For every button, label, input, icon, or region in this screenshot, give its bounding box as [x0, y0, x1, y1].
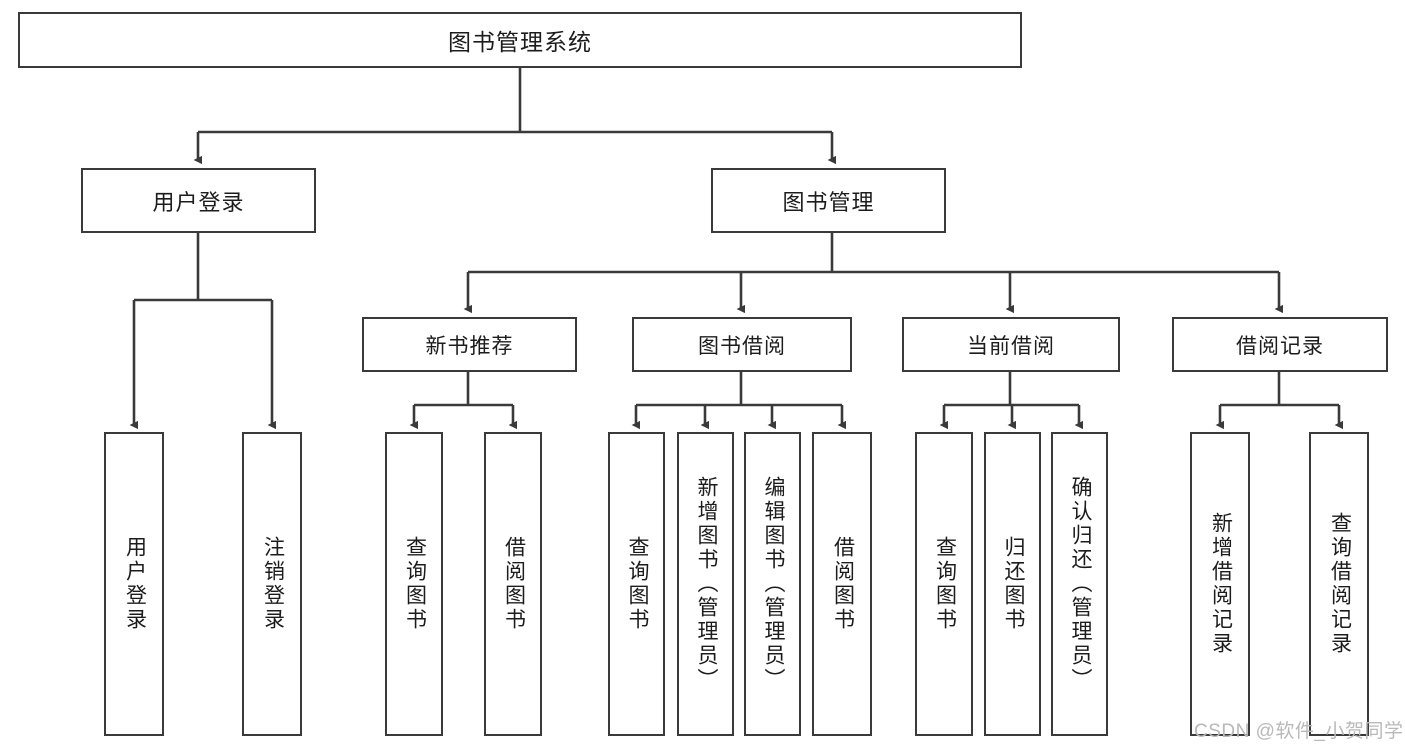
node-label: 图书借阅: [698, 334, 786, 358]
node-label: 用户登录: [152, 189, 245, 215]
node-book-management-system[interactable]: 图书管理系统: [18, 12, 1022, 68]
node-borrowing-record[interactable]: 借阅记录: [1172, 317, 1388, 372]
leaf-add-book-admin[interactable]: 新增图书（管理员）: [677, 432, 734, 736]
node-label: 借阅图书: [831, 536, 855, 632]
node-label: 新增借阅记录: [1209, 512, 1233, 656]
node-label: 当前借阅: [967, 334, 1055, 358]
node-label: 查询图书: [933, 536, 957, 632]
node-label: 图书管理: [782, 189, 875, 215]
node-label: 新书推荐: [425, 334, 514, 358]
node-label: 新增图书（管理员）: [694, 476, 718, 692]
node-label: 图书管理系统: [448, 29, 592, 55]
leaf-borrow-book-recommend[interactable]: 借阅图书: [484, 432, 542, 736]
leaf-borrow-book[interactable]: 借阅图书: [812, 432, 872, 736]
leaf-query-book-recommend[interactable]: 查询图书: [385, 432, 443, 736]
node-user-login[interactable]: 用户登录: [81, 168, 316, 233]
leaf-return-book[interactable]: 归还图书: [984, 432, 1041, 736]
leaf-confirm-return-admin[interactable]: 确认归还（管理员）: [1051, 432, 1108, 736]
node-label: 借阅图书: [502, 536, 526, 632]
watermark: CSDN @软件_小贺同学: [1194, 721, 1404, 742]
node-current-borrowing[interactable]: 当前借阅: [902, 317, 1120, 372]
node-label: 确认归还（管理员）: [1068, 476, 1092, 692]
leaf-query-book-current[interactable]: 查询图书: [915, 432, 973, 736]
node-label: 注销登录: [261, 536, 285, 632]
leaf-query-book-borrow[interactable]: 查询图书: [608, 432, 665, 736]
node-book-borrowing[interactable]: 图书借阅: [632, 317, 852, 372]
node-label: 查询图书: [403, 536, 427, 632]
leaf-user-login[interactable]: 用户登录: [104, 432, 164, 736]
leaf-logout[interactable]: 注销登录: [242, 432, 302, 736]
node-label: 查询图书: [625, 536, 649, 632]
node-book-management[interactable]: 图书管理: [711, 168, 946, 233]
node-new-book-recommendation[interactable]: 新书推荐: [362, 317, 577, 372]
node-label: 用户登录: [123, 536, 147, 632]
node-label: 查询借阅记录: [1328, 512, 1352, 656]
leaf-add-borrowing-record[interactable]: 新增借阅记录: [1190, 432, 1250, 736]
node-label: 编辑图书（管理员）: [761, 476, 785, 692]
leaf-query-borrowing-record[interactable]: 查询借阅记录: [1309, 432, 1369, 736]
node-label: 归还图书: [1001, 536, 1025, 632]
leaf-edit-book-admin[interactable]: 编辑图书（管理员）: [744, 432, 801, 736]
node-label: 借阅记录: [1236, 334, 1324, 358]
